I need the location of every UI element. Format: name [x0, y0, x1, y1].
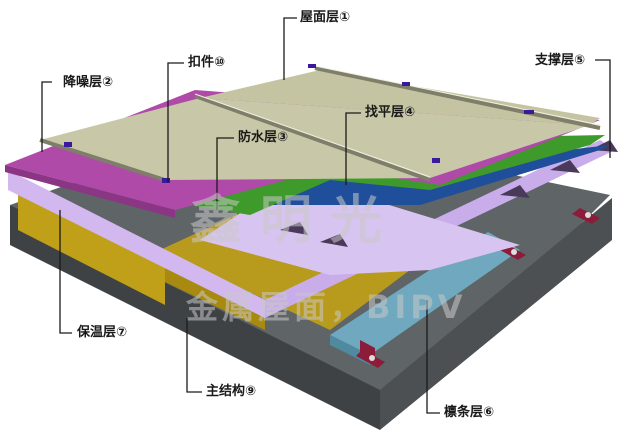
label-noise-reduction-layer: 降噪层②: [63, 75, 114, 90]
leader-waterproof: [216, 137, 234, 210]
label-leveling-layer: 找平层④: [365, 105, 416, 120]
label-roof-layer: 屋面层①: [300, 10, 351, 25]
fastener-clip: [308, 64, 316, 68]
leader-roof: [283, 17, 297, 80]
purlin-layer: [330, 208, 600, 368]
label-fastener: 扣件⑩: [188, 55, 226, 70]
leader-fastener: [167, 62, 184, 182]
fastener-clip: [402, 82, 410, 86]
leader-main-structure: [186, 318, 202, 393]
leader-leveling: [345, 112, 361, 185]
fastener-clip: [64, 142, 72, 147]
fastener-clips: [64, 64, 534, 183]
roof-panel-layer: [39, 65, 601, 182]
watermark-brand: 鑫明光: [190, 191, 401, 251]
support-layer: [8, 140, 618, 318]
leader-insulation: [59, 210, 72, 334]
label-insulation-layer: 保温层⑦: [77, 325, 128, 340]
leader-support: [595, 59, 611, 158]
leader-lines: [41, 17, 611, 414]
fastener-clip: [524, 110, 534, 114]
label-purlin-layer: 檩条层⑥: [444, 405, 495, 420]
leader-purlin: [426, 300, 440, 414]
label-support-layer: 支撑层⑤: [535, 53, 586, 68]
fastener-clip: [432, 158, 440, 163]
label-waterproof-layer: 防水层③: [238, 130, 289, 145]
leader-noise: [41, 81, 52, 152]
watermark-tagline: 金属屋面，BIPV: [186, 288, 467, 326]
label-main-structure: 主结构⑨: [206, 384, 257, 399]
fastener-clip: [162, 178, 170, 183]
